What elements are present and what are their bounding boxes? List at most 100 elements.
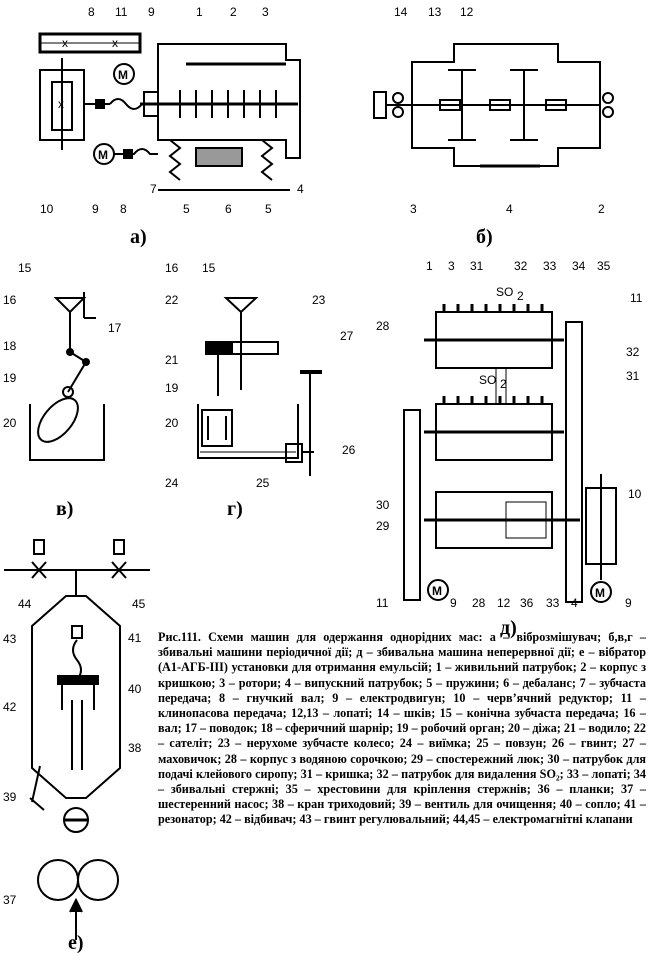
label: 23 — [312, 293, 326, 307]
label: 28 — [472, 596, 486, 610]
label: 24 — [165, 476, 179, 490]
subfigure-label-g: г) — [227, 498, 243, 520]
label: 5 — [265, 202, 272, 216]
label: 20 — [165, 416, 179, 430]
figure-v — [29, 292, 105, 461]
figure-g — [197, 297, 322, 476]
caption-text: Схеми машин для одержання однорідних мас… — [158, 630, 646, 827]
label: 4 — [506, 202, 513, 216]
label: 32 — [626, 345, 640, 359]
label: 37 — [3, 893, 17, 907]
label: 9 — [450, 596, 457, 610]
label: 16 — [165, 261, 179, 275]
label: 25 — [256, 476, 270, 490]
label: 14 — [394, 5, 408, 19]
figure-g-labels: 16 15 22 23 27 21 19 20 26 24 25 — [165, 261, 356, 490]
label: 39 — [3, 790, 17, 804]
svg-text:M: M — [118, 68, 128, 82]
figure-e — [4, 539, 150, 940]
label: 33 — [546, 596, 560, 610]
figure-e-labels: 44 45 43 41 42 40 38 39 37 — [3, 597, 146, 907]
svg-text:M: M — [98, 148, 108, 162]
label: 15 — [202, 261, 216, 275]
label: 12 — [460, 5, 474, 19]
label: 26 — [342, 443, 356, 457]
label: 40 — [128, 682, 142, 696]
label: 2 — [500, 377, 507, 391]
label: 19 — [165, 381, 179, 395]
label: 11 — [376, 596, 389, 610]
label: 33 — [543, 259, 557, 273]
label: 38 — [128, 741, 142, 755]
label: 27 — [340, 329, 354, 343]
label: 31 — [470, 259, 484, 273]
caption-prefix: Рис.111. — [158, 630, 201, 644]
label: 1 — [196, 5, 203, 19]
label: 12 — [497, 596, 511, 610]
label: 17 — [108, 321, 122, 335]
label: 28 — [376, 319, 390, 333]
label: 15 — [18, 261, 32, 275]
subfigure-label-b: б) — [476, 226, 493, 248]
label: 18 — [3, 339, 17, 353]
label: 13 — [428, 5, 442, 19]
label: 21 — [165, 353, 179, 367]
label: 3 — [448, 259, 455, 273]
label: 3 — [262, 5, 269, 19]
label: 31 — [626, 369, 640, 383]
label: 45 — [132, 597, 146, 611]
figure-v-labels: 15 16 17 18 19 20 — [3, 261, 122, 430]
svg-text:x: x — [58, 97, 64, 111]
label: 3 — [410, 202, 417, 216]
label: 36 — [520, 596, 534, 610]
svg-text:x: x — [112, 36, 118, 50]
label: 9 — [92, 202, 99, 216]
figure-caption: Рис.111. Схеми машин для одержання однор… — [158, 630, 646, 828]
figure-a: x x x M M — [38, 32, 301, 191]
figure-b — [373, 43, 614, 168]
label: SO — [479, 373, 496, 387]
label: 11 — [630, 291, 643, 305]
label: 8 — [88, 5, 95, 19]
label: 42 — [3, 700, 17, 714]
subfigure-label-a: а) — [130, 226, 147, 248]
figure-d: M M — [403, 304, 617, 603]
subfigure-label-e: е) — [68, 932, 84, 954]
label: 9 — [148, 5, 155, 19]
svg-text:M: M — [595, 586, 605, 600]
label: 2 — [598, 202, 605, 216]
subfigure-label-d: д) — [500, 617, 517, 639]
label: 7 — [150, 182, 157, 196]
figure-d-labels: 1 3 31 32 33 34 35 11 28 32 31 30 29 10 … — [376, 259, 643, 610]
figure-b-labels: 14 13 12 3 4 2 — [394, 5, 605, 216]
label: 30 — [376, 498, 390, 512]
label: 34 — [572, 259, 586, 273]
label: 11 — [115, 5, 128, 19]
label: 10 — [40, 202, 54, 216]
label: 20 — [3, 416, 17, 430]
label: 8 — [120, 202, 127, 216]
label: 44 — [18, 597, 32, 611]
label: 2 — [517, 289, 524, 303]
label: SO — [496, 285, 513, 299]
label: 9 — [625, 596, 632, 610]
figure-a-labels: 8 11 9 1 2 3 10 9 8 7 5 6 5 4 — [40, 5, 304, 216]
label: 1 — [426, 259, 433, 273]
svg-text:M: M — [432, 584, 442, 598]
label: 43 — [3, 632, 17, 646]
label: 29 — [376, 519, 390, 533]
label: 2 — [230, 5, 237, 19]
label: 22 — [165, 293, 179, 307]
label: 10 — [628, 487, 642, 501]
label: 4 — [571, 596, 578, 610]
subfigure-label-v: в) — [56, 498, 73, 520]
label: 41 — [128, 631, 142, 645]
label: 16 — [3, 293, 17, 307]
label: 19 — [3, 371, 17, 385]
label: 32 — [514, 259, 528, 273]
svg-text:x: x — [62, 36, 68, 50]
label: 5 — [183, 202, 190, 216]
label: 35 — [597, 259, 611, 273]
label: 6 — [225, 202, 232, 216]
